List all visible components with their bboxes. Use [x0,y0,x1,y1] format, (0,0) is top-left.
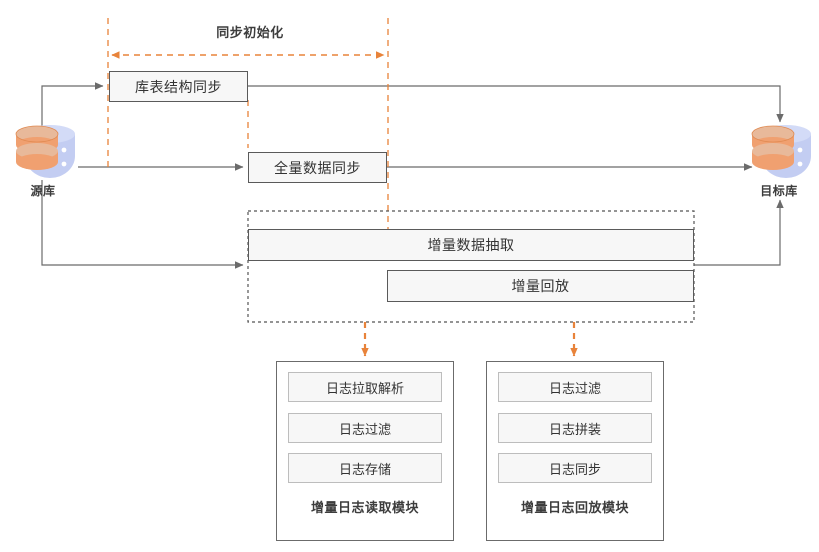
log-replay-module-frame [486,361,664,541]
module-item-log-filter-replay[interactable]: 日志过滤 [498,372,652,402]
log-read-module-caption: 增量日志读取模块 [310,500,419,515]
edge-source-to-incremental [41,180,244,269]
log-replay-module-caption: 增量日志回放模块 [520,500,629,515]
module-item-log-pull-parse[interactable]: 日志拉取解析 [288,372,442,402]
edge-schema-sync-to-target [247,85,784,123]
edge-incremental-to-target [694,199,784,266]
stage-full-data-sync[interactable]: 全量数据同步 [248,152,387,183]
source-db-label: 源库 [30,184,56,198]
stage-schema-sync[interactable]: 库表结构同步 [109,71,248,102]
database-icon [10,120,76,182]
phase-title-sync-init: 同步初始化 [216,25,284,40]
stage-incremental-replay[interactable]: 增量回放 [387,270,694,302]
database-icon [746,120,812,182]
stage-incremental-extract[interactable]: 增量数据抽取 [248,229,694,261]
incremental-group-border [247,210,695,323]
module-item-log-sync[interactable]: 日志同步 [498,453,652,483]
module-item-log-storage[interactable]: 日志存储 [288,453,442,483]
log-read-module-frame [276,361,454,541]
target-db-label: 目标库 [760,184,798,198]
module-item-log-assemble[interactable]: 日志拼装 [498,413,652,443]
module-item-log-filter[interactable]: 日志过滤 [288,413,442,443]
